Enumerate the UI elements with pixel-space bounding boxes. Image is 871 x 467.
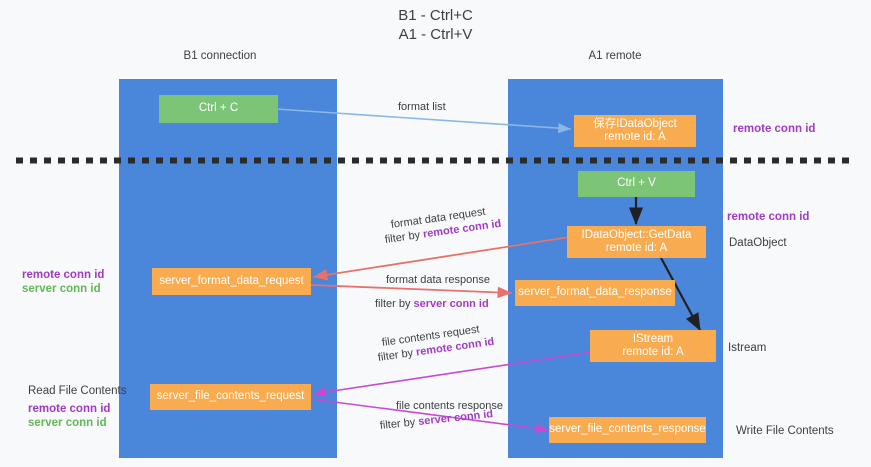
box-ctrl-c[interactable]: Ctrl + C (159, 95, 278, 123)
note-read-file-contents: Read File Contents (28, 385, 127, 397)
box-server-format-data-response[interactable]: server_format_data_response (515, 280, 675, 306)
box-server-format-data-request[interactable]: server_format_data_request (152, 268, 311, 295)
edge-label-format-list: format list (398, 101, 446, 113)
note-left-server-conn-id-mid: server conn id (22, 283, 101, 295)
box-server-file-contents-request[interactable]: server_file_contents_request (150, 384, 311, 410)
lane-header-b1: B1 connection (183, 50, 257, 62)
lane-header-a1: A1 remote (588, 50, 642, 62)
page-title: B1 - Ctrl+C A1 - Ctrl+V (398, 7, 473, 43)
filter-key-server-conn-id: server conn id (413, 298, 489, 310)
note-istream: Istream (728, 342, 767, 354)
box-idataobject-getdata[interactable]: IDataObject::GetData remote id: A (567, 226, 706, 258)
note-left-remote-conn-id-bottom: remote conn id (28, 403, 111, 415)
note-left-remote-conn-id-mid: remote conn id (22, 269, 105, 281)
box-ctrl-v[interactable]: Ctrl + V (578, 171, 695, 197)
edge-label-format-data-response-filter: filter by server conn id (375, 298, 489, 311)
note-remote-conn-id-mid: remote conn id (727, 211, 810, 223)
filter-prefix: filter by (375, 298, 414, 310)
edge-label-format-data-response: format data response (386, 274, 490, 286)
box-save-idataobject[interactable]: 保存IDataObject remote id: A (574, 115, 696, 147)
box-istream[interactable]: IStream remote id: A (590, 330, 716, 362)
box-server-file-contents-response[interactable]: server_file_contents_response (549, 417, 706, 443)
note-data-object: DataObject (729, 237, 787, 249)
filter-prefix: filter by (384, 228, 424, 246)
filter-prefix: filter by (379, 416, 419, 432)
note-left-server-conn-id-bottom: server conn id (28, 417, 107, 429)
edge-label-file-contents-response: file contents response (396, 400, 504, 412)
note-remote-conn-id-top: remote conn id (733, 123, 816, 135)
note-write-file-contents: Write File Contents (736, 425, 834, 437)
